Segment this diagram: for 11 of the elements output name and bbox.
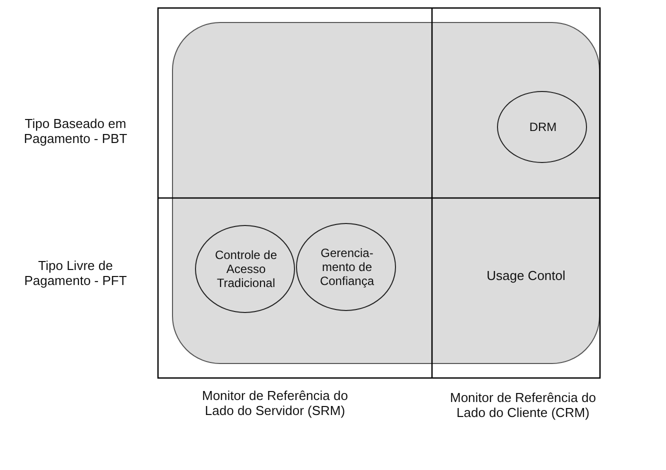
row-header: Tipo Baseado em Pagamento - PBT [22,116,128,146]
node-label: Controle de Acesso Tradicional [214,248,278,290]
column-header: Monitor de Referência do Lado do Cliente (CRM) [449,390,597,420]
node-label: Gerencia-mento de Confiança [318,246,376,288]
ellipse [195,225,295,313]
ellipse [296,223,396,311]
ellipse [497,91,587,163]
node-label: DRM [528,120,558,134]
row-header: Tipo Livre de Pagamento - PFT [23,258,128,288]
node-label: Usage Contol [486,269,566,283]
column-header: Monitor de Referência do Lado do Servidor (SRM) [201,388,349,418]
